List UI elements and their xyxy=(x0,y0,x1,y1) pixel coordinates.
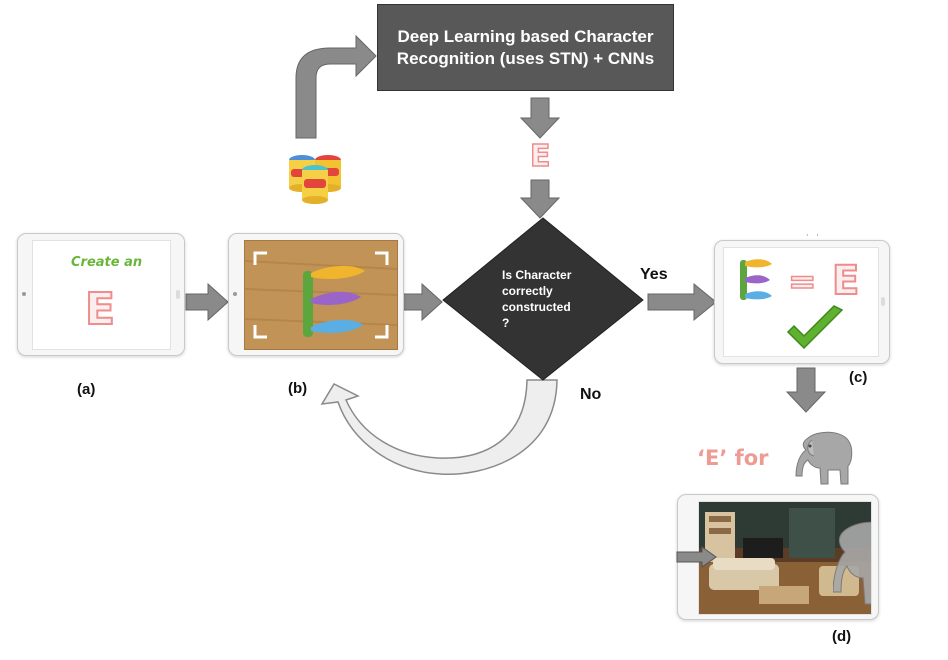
check-mark-icon xyxy=(786,305,844,350)
decision-line1: Is Character xyxy=(502,268,572,282)
arrow-c-to-d xyxy=(785,367,827,413)
cursor-arrow-icon xyxy=(676,546,717,568)
tablet-d xyxy=(677,494,879,620)
arrow-down-to-letter xyxy=(519,97,561,139)
arrow-yes-to-c xyxy=(647,282,717,322)
tablet-home-button xyxy=(176,290,180,299)
panel-label-d: (d) xyxy=(832,628,852,645)
create-prompt: Create an xyxy=(71,255,143,270)
tablet-camera xyxy=(22,292,26,296)
tablet-c-marks: · · xyxy=(806,231,819,240)
tablet-a: Create an E xyxy=(17,233,185,356)
arrow-down-to-decision xyxy=(519,179,561,219)
camera-viewfinder-icon xyxy=(245,241,397,349)
tablet-c-screen: = E xyxy=(723,247,879,357)
tablet-c: = E xyxy=(714,240,890,364)
tablet-home-button xyxy=(881,297,885,306)
arrow-no-loop-back xyxy=(320,379,558,475)
decision-line3: constructed xyxy=(502,300,571,314)
elephant-icon xyxy=(795,431,853,485)
arrow-a-to-b xyxy=(185,282,229,322)
tablet-b-screen xyxy=(244,240,398,350)
play-dough-icon xyxy=(289,155,341,204)
tablet-b xyxy=(228,233,404,356)
branch-no-label: No xyxy=(580,386,602,403)
panel-label-c: (c) xyxy=(849,369,868,386)
equals-sign: = xyxy=(787,261,817,303)
decision-text: Is Character correctly constructed ? xyxy=(502,267,602,331)
branch-yes-label: Yes xyxy=(640,266,668,283)
recognized-letter: E xyxy=(529,139,551,175)
tablet-d-screen xyxy=(698,501,872,615)
play-dough-letter-icon xyxy=(740,259,772,300)
word-hint: ‘E’ for xyxy=(697,446,769,470)
tablet-a-screen: Create an E xyxy=(32,240,171,350)
decision-diamond xyxy=(442,217,644,381)
living-room-photo xyxy=(699,502,871,614)
arrow-b-to-decision xyxy=(399,282,443,322)
tablet-camera xyxy=(233,292,237,296)
panel-label-a: (a) xyxy=(77,381,96,398)
result-letter: E xyxy=(831,257,860,305)
process-box-line1: Deep Learning based Character xyxy=(397,26,654,46)
process-box-line2: Recognition (uses STN) + CNNs xyxy=(396,48,655,68)
arrow-up-to-recognition xyxy=(295,34,377,139)
recognition-process-box: Deep Learning based Character Recognitio… xyxy=(377,4,674,91)
decision-line2: correctly xyxy=(502,284,553,298)
decision-line4: ? xyxy=(502,316,510,330)
panel-label-b: (b) xyxy=(288,380,308,397)
elephant-in-room-icon xyxy=(833,521,871,605)
target-letter: E xyxy=(84,284,116,336)
